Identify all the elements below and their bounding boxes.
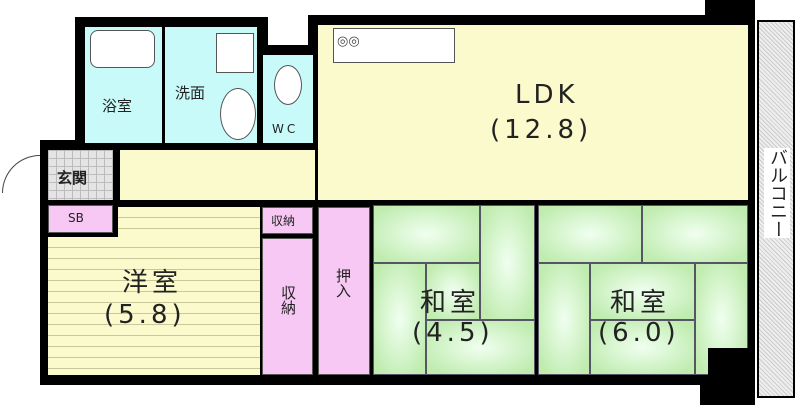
wc-label: WC xyxy=(272,122,299,136)
pillar-top xyxy=(705,0,755,28)
japanese-room-2-label: 和室 xyxy=(610,288,671,318)
stove-icon: ◎◎ xyxy=(337,34,360,49)
balcony-label: バルコニー xyxy=(764,148,790,238)
ldk-size: (12.8) xyxy=(490,115,593,145)
washing-machine-icon xyxy=(216,33,254,73)
closet-label: 押入 xyxy=(334,268,352,298)
hallway xyxy=(120,150,315,200)
japanese-room-1-size: (4.5) xyxy=(412,318,494,348)
japanese-room-1-label: 和室 xyxy=(420,288,481,318)
shoe-box xyxy=(48,205,113,233)
ldk-label: LDK xyxy=(515,80,579,110)
japanese-room-2-size: (6.0) xyxy=(598,318,680,348)
pillar-bottom-inner xyxy=(708,348,755,388)
storage-small-label: 収納 xyxy=(271,214,296,228)
bath-label: 浴室 xyxy=(102,97,133,115)
sink-icon xyxy=(220,88,256,140)
shoe-box-label: SB xyxy=(68,211,84,225)
entrance-door xyxy=(2,155,40,193)
storage xyxy=(262,238,313,375)
japanese-room-1 xyxy=(373,205,535,375)
western-size: (5.8) xyxy=(104,300,186,330)
entrance xyxy=(48,150,113,200)
western-label: 洋室 xyxy=(122,268,183,298)
western-room-upper xyxy=(118,207,260,237)
toilet-icon xyxy=(274,65,302,105)
kitchen-counter xyxy=(333,28,455,63)
entrance-label: 玄関 xyxy=(57,169,88,187)
closet xyxy=(318,207,370,375)
washroom-label: 洗面 xyxy=(175,84,206,102)
storage-small xyxy=(262,207,313,234)
bathtub-icon xyxy=(90,30,155,68)
storage-label: 収納 xyxy=(279,285,297,315)
japanese-room-2 xyxy=(538,205,748,375)
western-room xyxy=(48,237,260,375)
